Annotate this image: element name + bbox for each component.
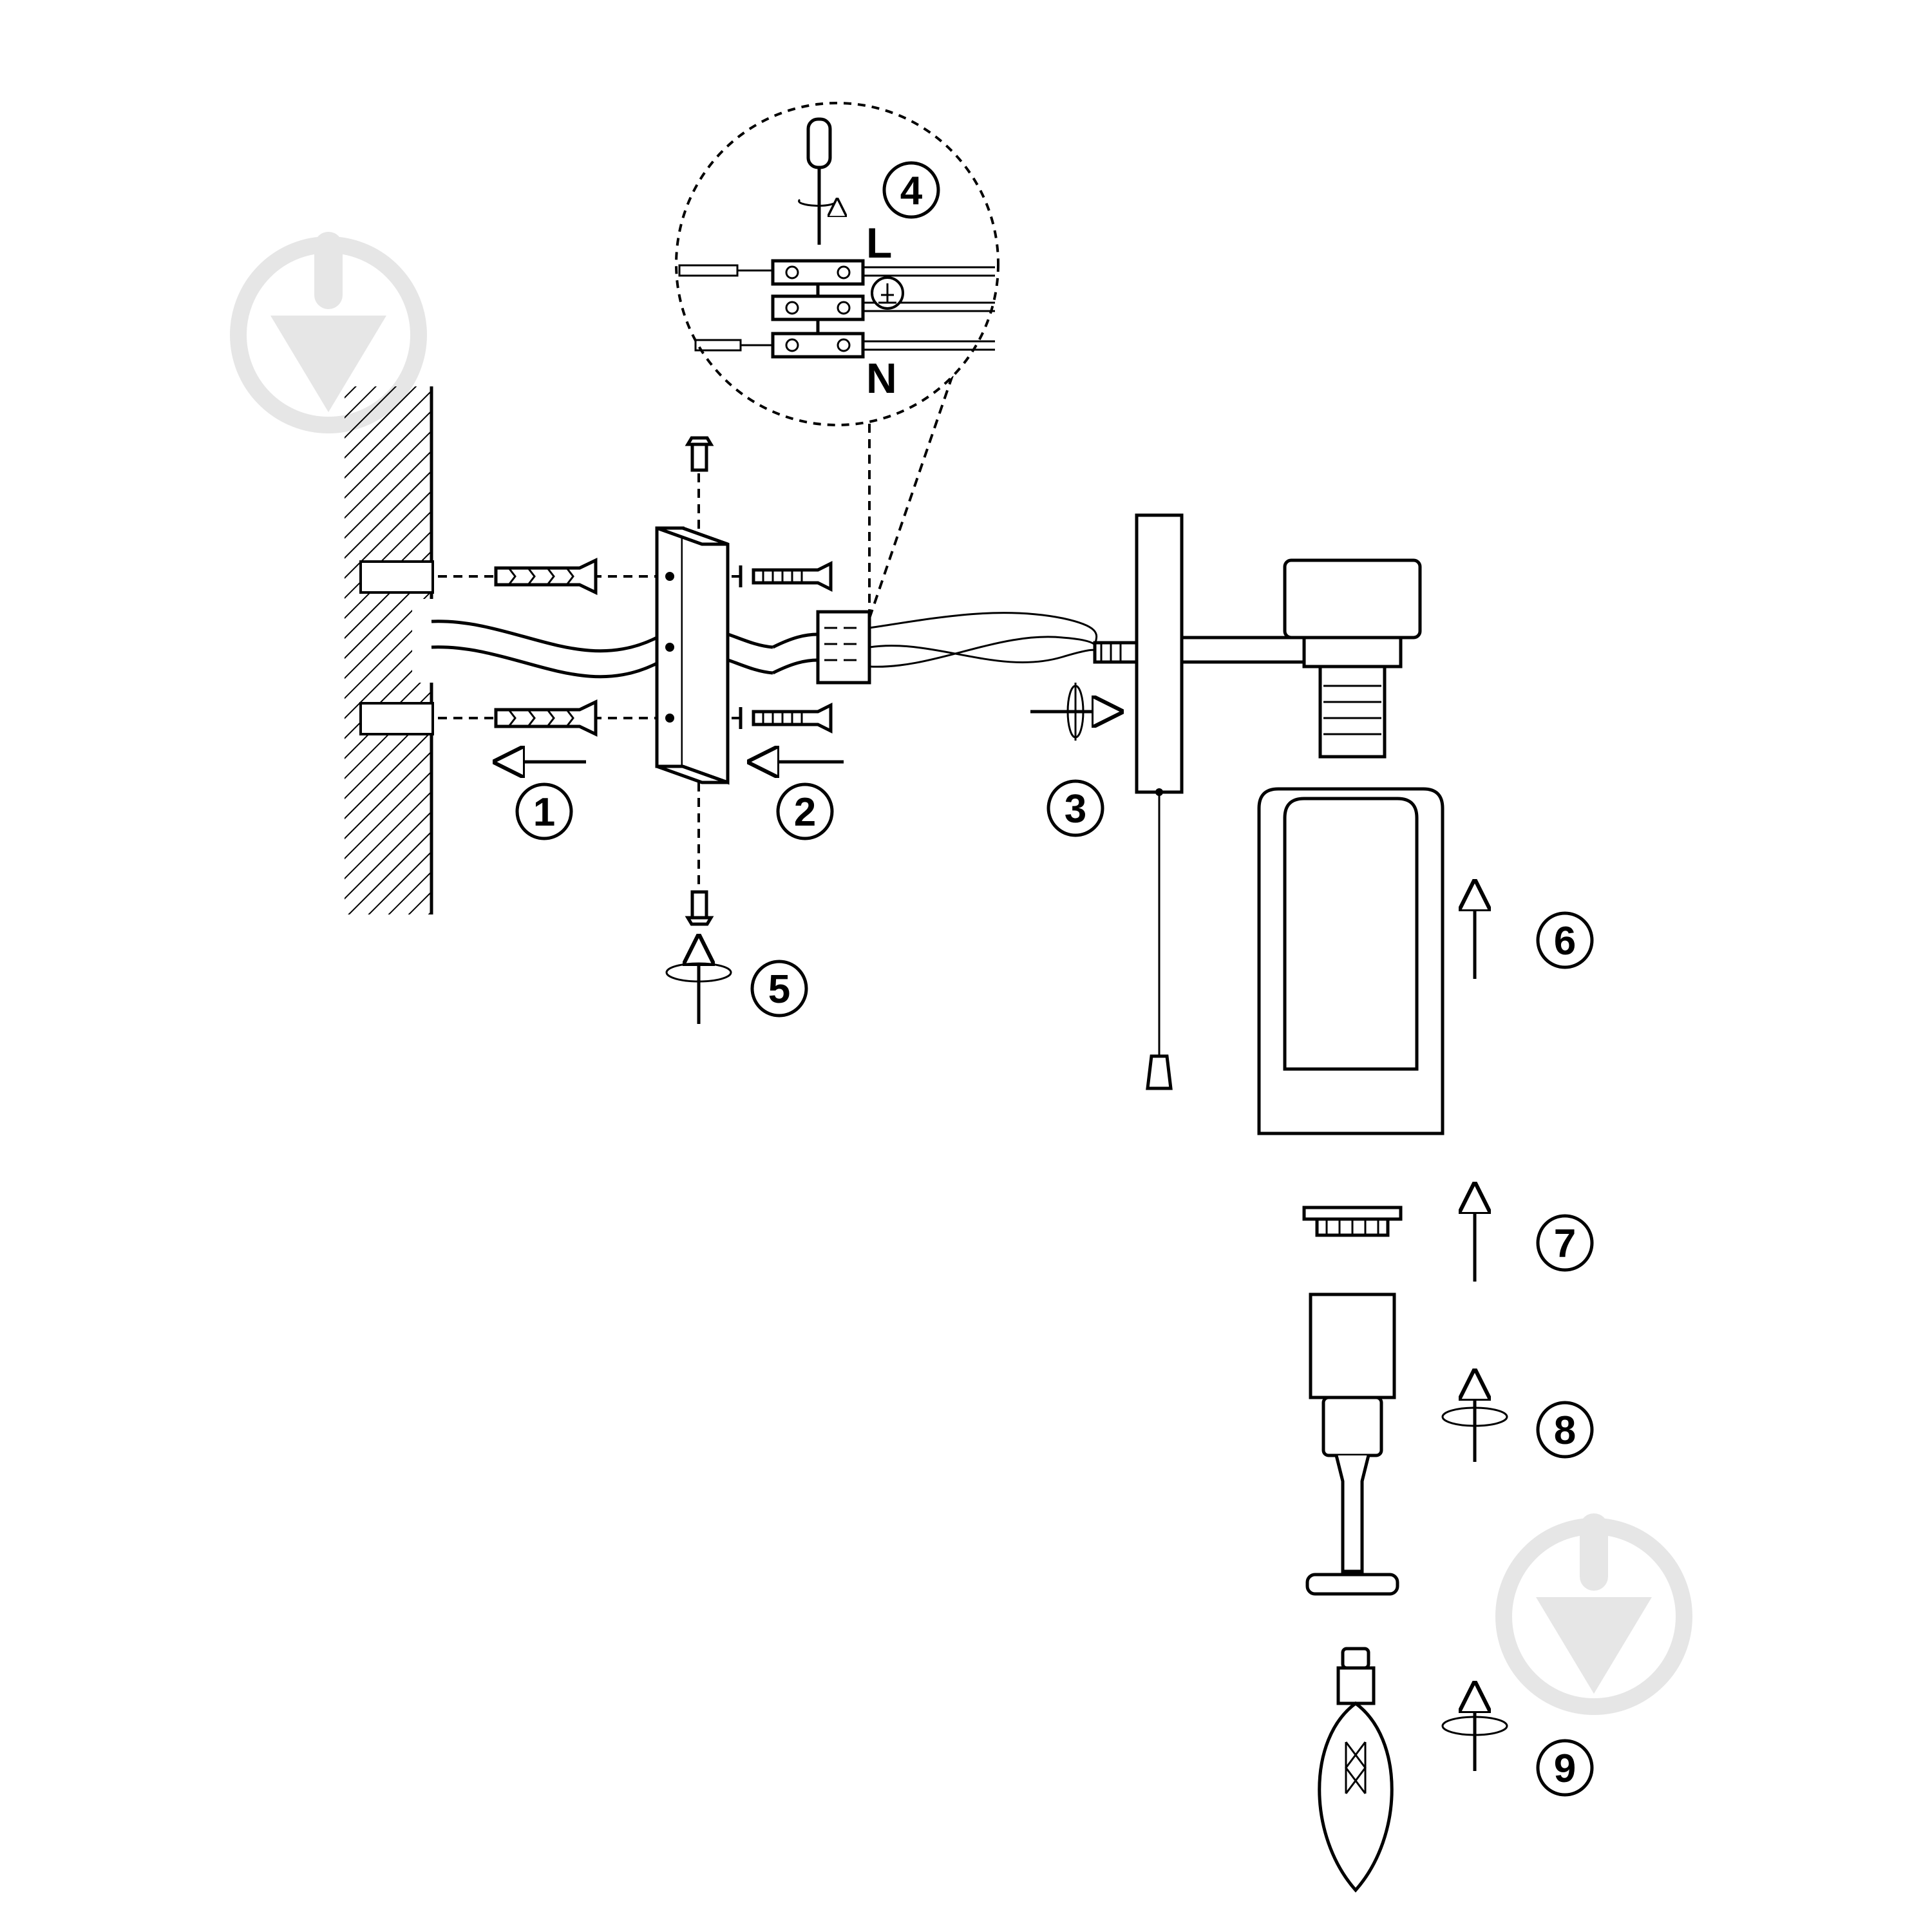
step-badge-2: 2: [776, 782, 834, 840]
screw-bottom: [739, 702, 833, 734]
earth-ground-icon: [871, 276, 904, 310]
step-number-3: 3: [1065, 787, 1086, 831]
mains-cable: [431, 620, 773, 679]
wiring-detail-circle: [675, 102, 999, 426]
terminal-block: [772, 610, 871, 685]
rotate-arrow-icon: [665, 683, 1508, 1771]
watermark-logo-icon: [230, 232, 427, 433]
step-badge-8: 8: [1536, 1401, 1594, 1459]
step-badge-6: 6: [1536, 911, 1594, 969]
bracket-screw-top: [685, 436, 714, 472]
watermark-logo-icon: [1495, 1513, 1692, 1715]
wall-plug-top: [494, 558, 598, 595]
step-number-1: 1: [533, 790, 555, 835]
lamp-back-plate: [1093, 513, 1184, 1090]
step-number-5: 5: [768, 967, 790, 1012]
lamp-arm: [1180, 558, 1422, 759]
step-badge-5: 5: [750, 960, 808, 1018]
step-badge-7: 7: [1536, 1214, 1594, 1272]
screw-top: [739, 560, 833, 592]
mounting-bracket: [655, 526, 730, 785]
zoom-lines: [868, 373, 954, 619]
screwdriver-icon: [798, 117, 837, 245]
bracket-screw-bottom: [685, 890, 714, 926]
step-number-2: 2: [794, 790, 816, 835]
wall: [345, 386, 438, 914]
ring-nut: [1302, 1206, 1403, 1237]
step-number-8: 8: [1554, 1408, 1576, 1453]
step-badge-4: 4: [882, 161, 940, 219]
step-badge-9: 9: [1536, 1739, 1594, 1797]
step-badge-3: 3: [1046, 779, 1104, 837]
wall-plug-bottom: [494, 699, 598, 737]
lamp-wires: [869, 612, 1098, 668]
candle-bulb: [1318, 1647, 1394, 1893]
terminal-label-n: N: [866, 354, 897, 402]
step-number-9: 9: [1554, 1747, 1576, 1791]
glass-shade: [1257, 787, 1444, 1135]
lamp-holder: [1305, 1293, 1399, 1596]
step-number-6: 6: [1554, 919, 1576, 963]
step-badge-1: 1: [515, 782, 573, 840]
step-number-7: 7: [1554, 1222, 1576, 1266]
terminal-label-l: L: [866, 219, 892, 267]
step-number-4: 4: [900, 169, 923, 213]
